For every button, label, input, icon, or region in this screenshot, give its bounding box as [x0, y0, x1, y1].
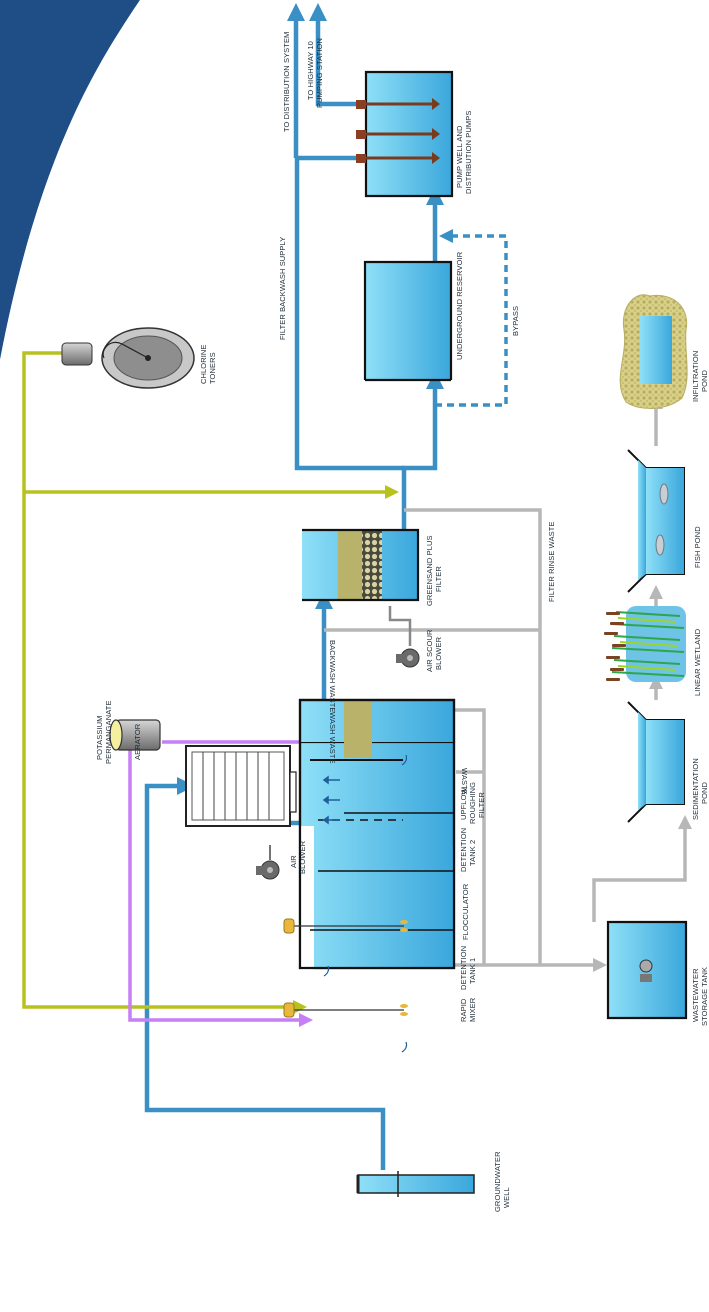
wastewater-storage-tank — [606, 920, 688, 1020]
distribution-pump-2 — [356, 128, 440, 140]
distribution-pump-1 — [356, 98, 440, 110]
label-infiltration-pond: INFILTRATIONPOND — [691, 351, 709, 402]
fish-pond — [627, 449, 685, 593]
label-sedimentation-pond: SEDIMENTATIONPOND — [691, 758, 709, 820]
underground-reservoir — [363, 260, 453, 382]
pipe-bypass — [435, 229, 508, 407]
aerator — [185, 745, 297, 827]
label-pump-well: PUMP WELL ANDDISTRIBUTION PUMPS — [455, 111, 473, 194]
label-fish-pond: FISH POND — [693, 526, 702, 568]
greensand-media — [338, 530, 362, 600]
label-waste: WASTE — [460, 768, 469, 795]
label-to-distribution-system: TO DISTRIBUTION SYSTEM — [282, 32, 291, 132]
air-scour-blower — [388, 606, 420, 668]
label-flocculator: FLOCCULATOR — [461, 883, 470, 940]
sedimentation-pond — [627, 701, 685, 823]
pipe-filter-backwash-supply — [294, 155, 404, 471]
rapid-mixer-shaft — [283, 1002, 408, 1018]
pipe-well-to-aerator — [144, 777, 386, 1170]
roughing-filter-media — [344, 702, 372, 758]
linear-wetland — [604, 606, 686, 682]
label-air-blower: AIRBLOWER — [289, 840, 307, 874]
chlorine-toners — [61, 327, 195, 389]
greensand-gravel — [362, 530, 382, 600]
label-upflow-roughing-filter: UPFLOWROUGHINGFILTER — [459, 782, 486, 824]
label-rapid-mixer: RAPIDMIXER — [459, 997, 477, 1022]
fish-icon — [655, 483, 669, 556]
greensand-plus-filter — [302, 528, 420, 602]
pipe-permanganate — [128, 748, 313, 1027]
detention-tank-block — [283, 698, 456, 1053]
label-detention-tank-1: DETENTIONTANK 1 — [459, 946, 477, 990]
distribution-pump-3 — [356, 152, 440, 164]
label-linear-wetland: LINEAR WETLAND — [693, 628, 702, 696]
pipe-greensand-to-reservoir — [401, 371, 444, 530]
label-filter-rinse-waste: FILTER RINSE WASTE — [547, 521, 556, 602]
pipe-chlorine — [22, 351, 307, 1014]
label-chlorine-toners: CHLORINETONERS — [199, 344, 217, 384]
label-detention-tank-2: DETENTIONTANK 2 — [459, 828, 477, 872]
tank-outline — [298, 698, 456, 970]
label-bypass: BYPASS — [511, 306, 520, 336]
infiltration-pond — [619, 294, 688, 409]
label-potassium-permanganate: POTASSIUMPERMANGANATE — [95, 700, 113, 764]
labels: GROUNDWATERWELL AERATOR AIRBLOWER DETENT… — [95, 32, 709, 1212]
corner-swoosh-decoration — [0, 0, 150, 372]
groundwater-well — [356, 1171, 475, 1197]
label-aerator: AERATOR — [133, 723, 142, 760]
air-blower — [256, 845, 280, 880]
label-groundwater-well: GROUNDWATERWELL — [493, 1151, 511, 1212]
potassium-permanganate-drum — [109, 719, 161, 751]
label-filter-backwash-supply: FILTER BACKWASH SUPPLY — [278, 237, 287, 340]
label-air-scour-blower: AIR SCOURBLOWER — [425, 629, 443, 672]
pipe-to-highway10 — [309, 3, 356, 107]
label-underground-reservoir: UNDERGROUND RESERVOIR — [455, 251, 464, 360]
label-wastewater-storage-tank: WASTEWATERSTORAGE TANK — [691, 967, 709, 1026]
flocculator-shaft — [283, 918, 408, 934]
pipe-wastewater-to-sedimentation — [592, 815, 692, 922]
pipe-filter-rinse-waste — [404, 508, 542, 965]
label-greensand-plus-filter: GREENSAND PLUSFILTER — [425, 535, 443, 606]
label-to-highway-10: TO HIGHWAY 10PUMPING STATION — [306, 38, 324, 108]
label-backwash-waste: BACKWASH WASTE — [328, 640, 337, 713]
label-wash-waste: WASH WASTE — [328, 712, 337, 764]
pump-well — [356, 70, 454, 198]
